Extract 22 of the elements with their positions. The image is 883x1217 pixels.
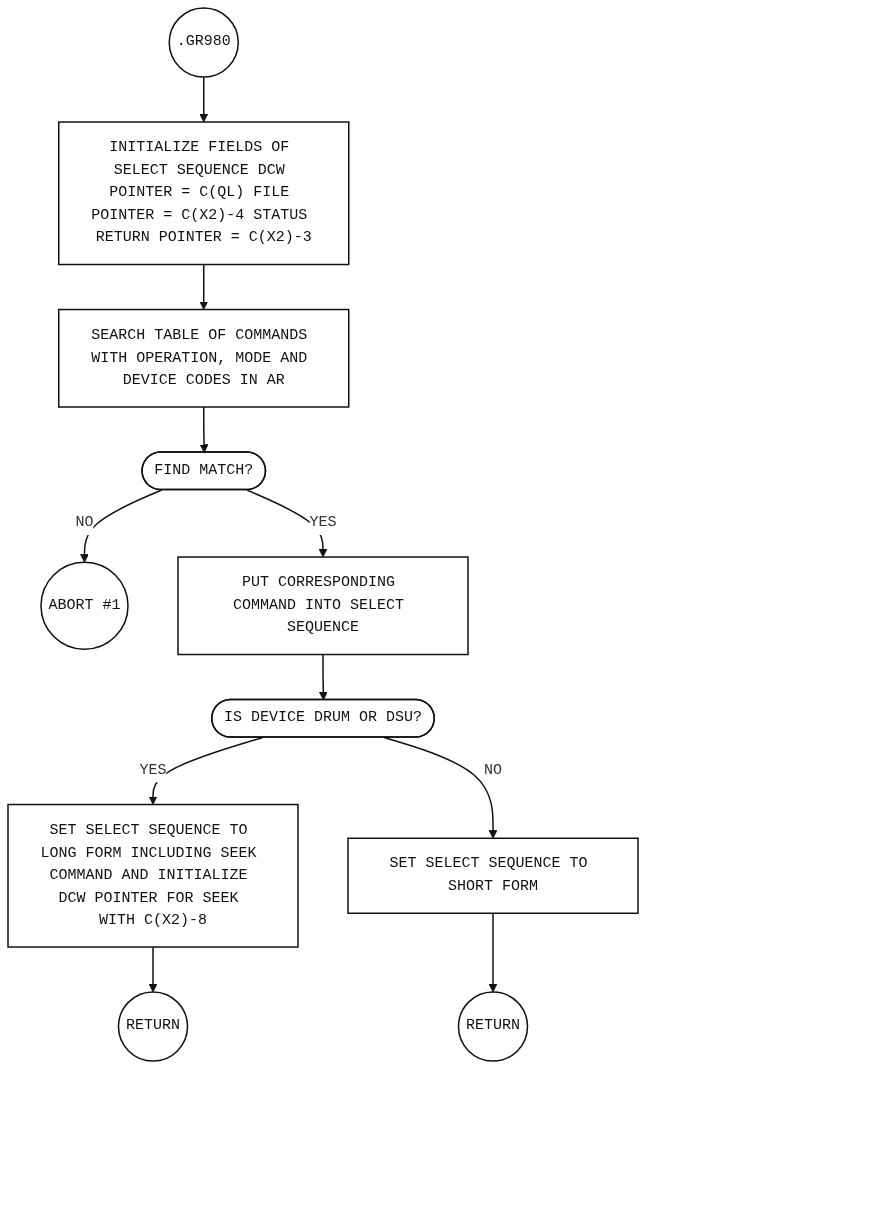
- edge-label: NO: [75, 514, 94, 532]
- node-box: SET SELECT SEQUENCE TO LONG FORM INCLUDING SEEK COMMAND AND INITIALIZE DCW POINTER FOR SEEK WITH C(X2)-8: [7, 803, 299, 948]
- arrow: [318, 653, 328, 701]
- node-circle: RETURN: [457, 991, 529, 1062]
- node-circle: .GR980: [168, 7, 239, 78]
- arrow: [199, 406, 209, 453]
- edge-label: YES: [139, 761, 167, 779]
- node-box: PUT CORRESPONDING COMMAND INTO SELECT SEQUENCE: [177, 556, 469, 656]
- edge-label: YES: [309, 514, 337, 532]
- node-box: SET SELECT SEQUENCE TO SHORT FORM: [347, 837, 639, 914]
- node-box: INITIALIZE FIELDS OF SELECT SEQUENCE DCW POINTER = C(QL) FILE POINTER = C(X2)-4 STATUS RETURN POINTER = C(X2)-3: [58, 121, 350, 266]
- node-box: SEARCH TABLE OF COMMANDS WITH OPERATION, MODE AND DEVICE CODES IN AR: [58, 308, 350, 408]
- node-circle: RETURN: [117, 991, 189, 1062]
- node-circle: ABORT #1: [40, 561, 129, 650]
- arrow: [383, 736, 498, 839]
- arrow: [199, 76, 209, 123]
- arrow: [488, 912, 498, 993]
- arrow: [148, 736, 264, 805]
- arrow: [80, 489, 163, 563]
- arrow: [199, 263, 209, 310]
- arrow: [148, 946, 158, 993]
- edge-label: NO: [483, 761, 503, 779]
